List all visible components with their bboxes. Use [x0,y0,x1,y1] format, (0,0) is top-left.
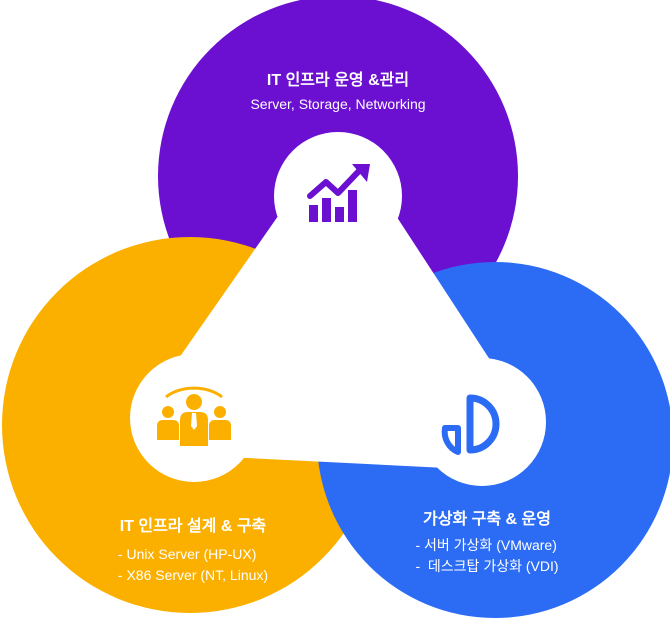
right-section-item: - 데스크탑 가상화 (VDI) [415,558,559,574]
top-icon-circle [274,132,402,260]
growth-chart-icon [307,164,370,222]
right-icon-circle [418,358,546,486]
left-section-item: - X86 Server (NT, Linux) [117,567,269,583]
right-section-item: - 서버 가상화 (VMware) [415,537,557,553]
team-people-icon [157,386,231,446]
right-section-title: 가상화 구축 & 운영 [423,511,551,528]
left-section-title: IT 인프라 설계 & 구축 [119,518,267,535]
right-section-items: - 서버 가상화 (VMware) - 데스크탑 가상화 (VDI) [415,535,558,577]
left-section-items: - Unix Server (HP-UX) - X86 Server (NT, … [118,544,268,586]
left-section-item: - Unix Server (HP-UX) [117,546,257,562]
top-section-subtitle: Server, Storage, Networking [250,96,426,112]
left-section: IT 인프라 설계 & 구축 - Unix Server (HP-UX) - X… [78,512,308,586]
top-section: IT 인프라 운영 &관리 Server, Storage, Networkin… [198,66,478,112]
center-triangle [148,160,528,470]
pie-chart-icon [441,394,500,455]
right-section: 가상화 구축 & 운영 - 서버 가상화 (VMware) - 데스크탑 가상화… [372,505,602,577]
top-section-title: IT 인프라 운영 &관리 [266,72,410,89]
